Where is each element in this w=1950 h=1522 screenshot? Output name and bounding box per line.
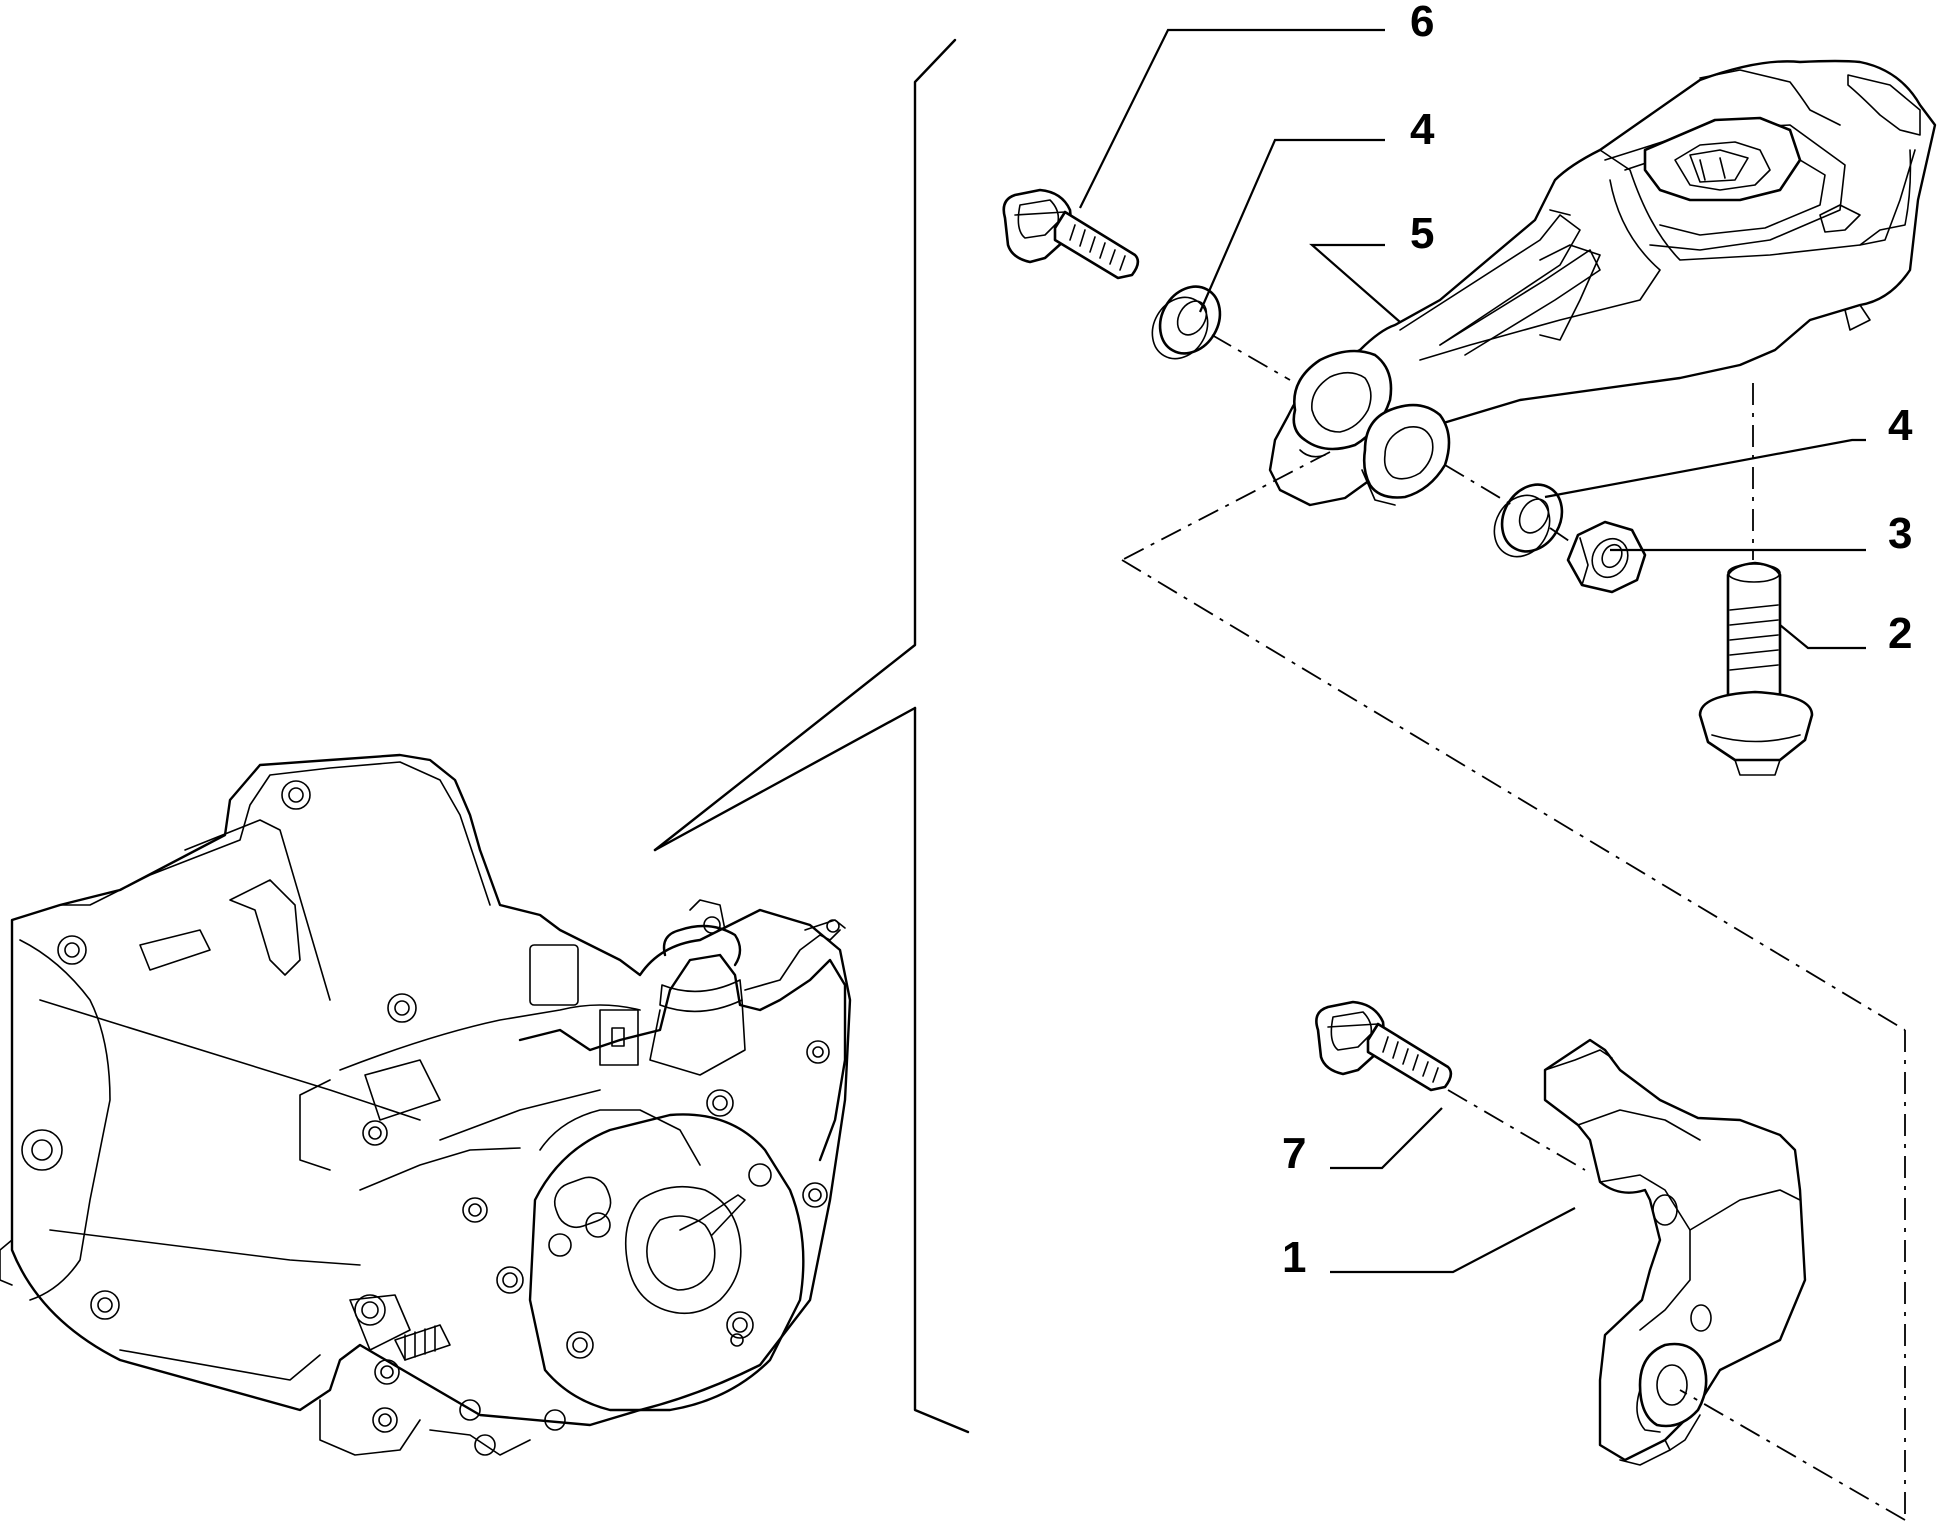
part-7-bolt	[1315, 1000, 1453, 1092]
detail-bracket-lines	[653, 38, 970, 1434]
callout-2: 2	[1888, 609, 1912, 658]
callout-7: 7	[1282, 1129, 1306, 1178]
part-4-washer-lower	[1493, 483, 1564, 558]
callout-4-upper: 4	[1410, 105, 1435, 154]
callout-leader-lines	[1079, 28, 1866, 1274]
gearbox-assembly-illustration	[0, 753, 852, 1456]
part-1-bracket	[1543, 1038, 1807, 1466]
callout-6: 6	[1410, 0, 1434, 46]
callout-3: 3	[1888, 509, 1912, 558]
assembly-axis-lines	[1121, 334, 1906, 1521]
callout-1: 1	[1282, 1233, 1306, 1282]
part-5-upper-mount-arm	[1268, 59, 1937, 507]
callout-5: 5	[1410, 209, 1434, 258]
part-2-bolt	[1698, 561, 1814, 776]
part-4-washer-upper	[1151, 285, 1222, 360]
part-3-nut	[1566, 520, 1647, 594]
part-6-bolt	[1002, 188, 1140, 280]
callout-4-lower: 4	[1888, 401, 1913, 450]
callout-labels: 6 4 5 4 3 2 7 1	[1282, 0, 1913, 1282]
